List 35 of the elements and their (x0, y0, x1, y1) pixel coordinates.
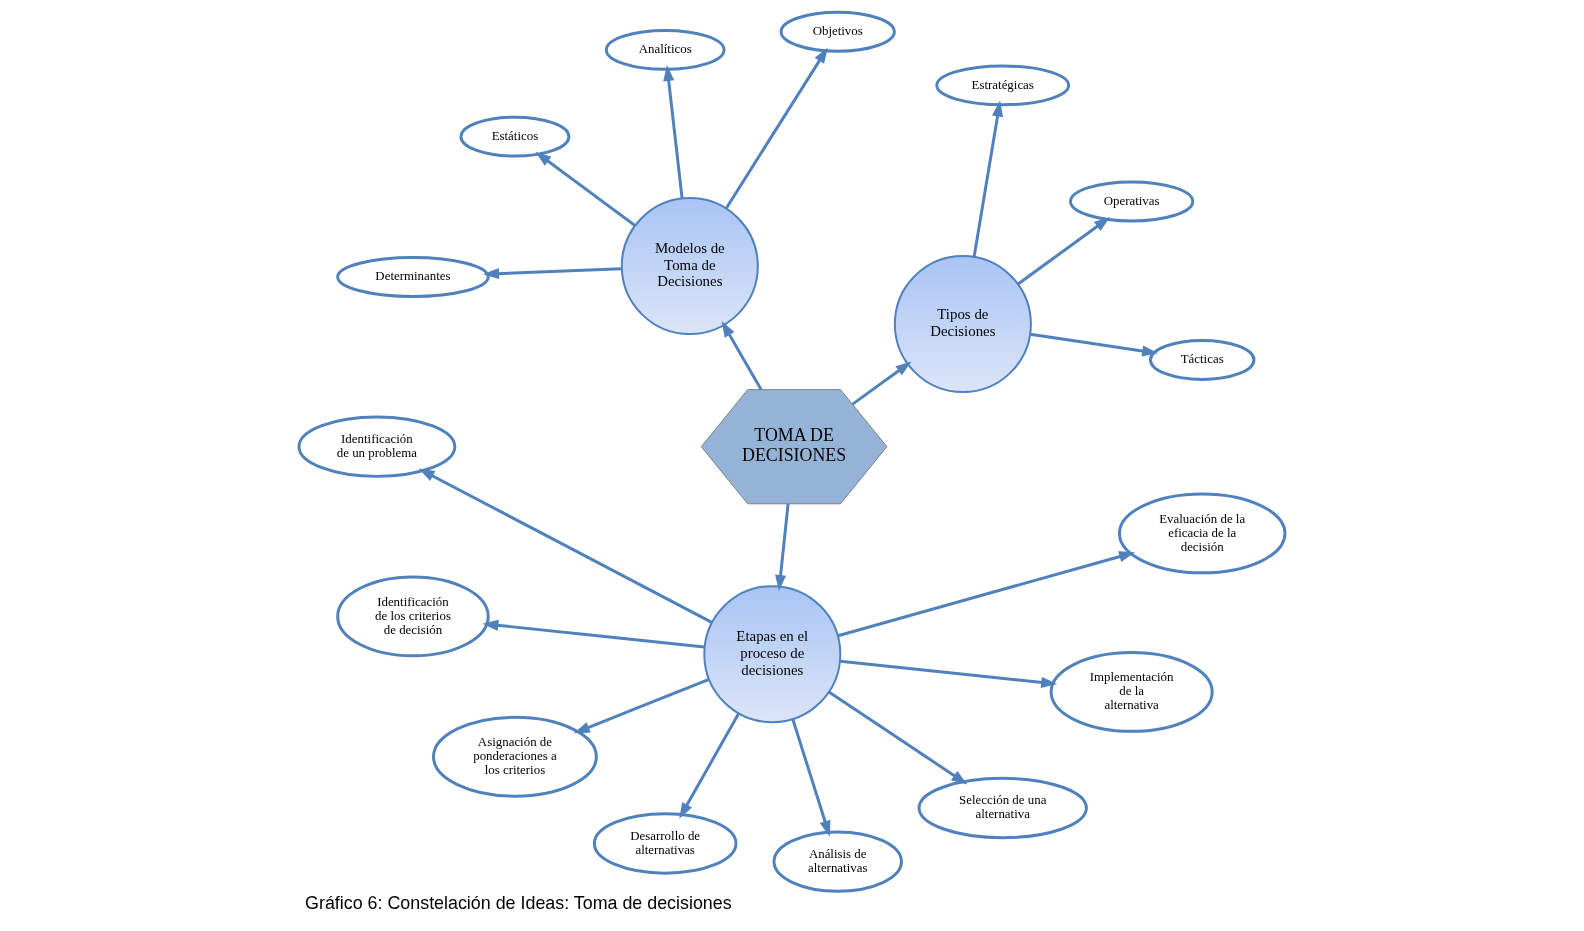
node-ellipse: Analíticos (604, 28, 726, 71)
node-ellipse: Desarrollo de alternativas (592, 812, 738, 875)
arrow (828, 690, 968, 785)
arrow (1029, 332, 1159, 357)
arrow (535, 151, 636, 227)
arrow (724, 47, 828, 210)
node-ellipse: Identificación de un problema (297, 415, 457, 478)
arrow (418, 468, 713, 624)
node-ellipse: Objetivos (779, 10, 896, 53)
arrow (663, 65, 684, 199)
node-ellipse: Implementación de la alternativa (1049, 651, 1214, 733)
node-ellipse: Tácticas (1148, 339, 1256, 381)
arrow (972, 100, 1004, 258)
node-ellipse: Selección de una alternativa (917, 776, 1088, 840)
node-ellipse: Determinantes (336, 256, 490, 298)
arrow (837, 551, 1136, 638)
arrow (775, 503, 790, 591)
arrow (482, 619, 705, 649)
caption: Gráfico 6: Constelación de Ideas: Toma de decisiones (305, 893, 732, 914)
node-ellipse: Operativas (1069, 180, 1195, 223)
arrow (679, 712, 740, 819)
arrow (721, 321, 763, 391)
node-circle: Modelos de Toma de Decisiones (620, 197, 759, 335)
arrow (573, 678, 710, 734)
arrow (483, 267, 622, 280)
node-circle: Etapas en el proceso de decisiones (703, 585, 842, 724)
arrow (1017, 217, 1111, 286)
arrow (791, 718, 831, 837)
arrow (840, 659, 1058, 688)
arrow (851, 361, 912, 406)
node-ellipse: Identificación de los criterios de decisión (336, 575, 490, 658)
node-ellipse: Estáticos (459, 115, 571, 158)
node-ellipse: Estratégicas (935, 64, 1071, 107)
node-ellipse: Análisis de alternativas (772, 830, 903, 893)
node-ellipse: Asignación de ponderaciones a los criterios (432, 715, 598, 798)
